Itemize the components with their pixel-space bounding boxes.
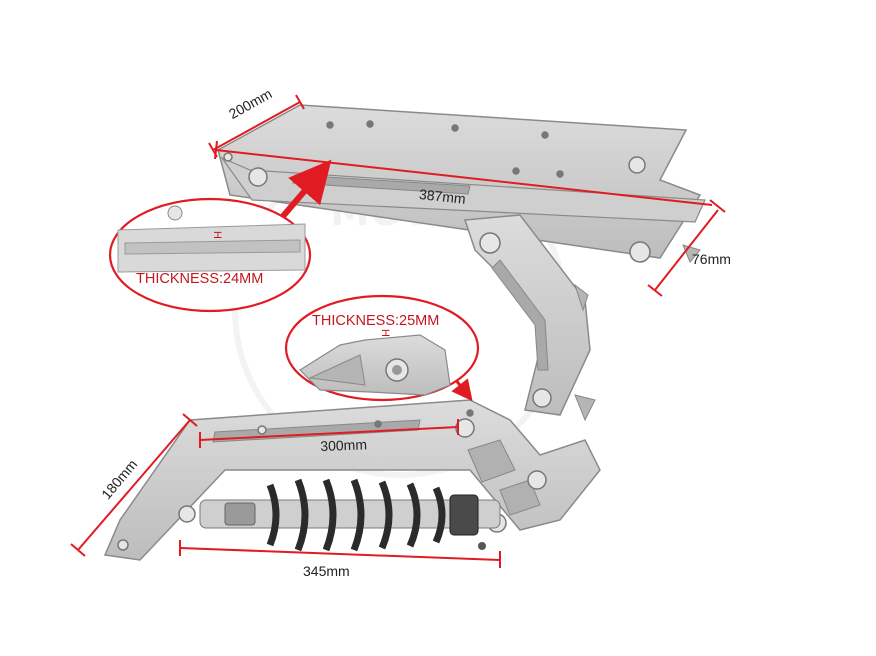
upper-frame-plate bbox=[217, 104, 702, 259]
lower-thickness-marker: H bbox=[378, 329, 391, 337]
shock-absorber bbox=[199, 478, 501, 552]
lower-frame bbox=[103, 399, 601, 561]
upper-frame bbox=[217, 104, 706, 422]
dim-line-lower-inner bbox=[199, 426, 459, 441]
lower-thickness-callout bbox=[284, 294, 480, 402]
upper-callout-arrow bbox=[275, 159, 332, 224]
upper-bolts bbox=[223, 120, 651, 408]
label-top-height: 76mm bbox=[692, 251, 731, 267]
dim-line-top-length bbox=[215, 149, 713, 206]
shock-spring bbox=[266, 478, 446, 552]
upper-thickness-label: THICKNESS:24MM bbox=[136, 271, 264, 287]
lower-thickness-label: THICKNESS:25MM bbox=[312, 313, 440, 329]
dim-line-lower-width bbox=[77, 419, 191, 551]
dim-line-top-width bbox=[212, 101, 301, 151]
dimension-lines bbox=[70, 94, 726, 568]
upper-thickness-callout bbox=[108, 197, 312, 313]
dim-line-lower-length bbox=[179, 547, 501, 561]
upper-hanger-slot bbox=[491, 259, 549, 371]
label-lower-length: 345mm bbox=[303, 563, 350, 579]
label-lower-inner: 300mm bbox=[320, 436, 368, 454]
upper-thickness-marker: H bbox=[210, 231, 223, 239]
dim-line-top-height bbox=[654, 209, 719, 291]
